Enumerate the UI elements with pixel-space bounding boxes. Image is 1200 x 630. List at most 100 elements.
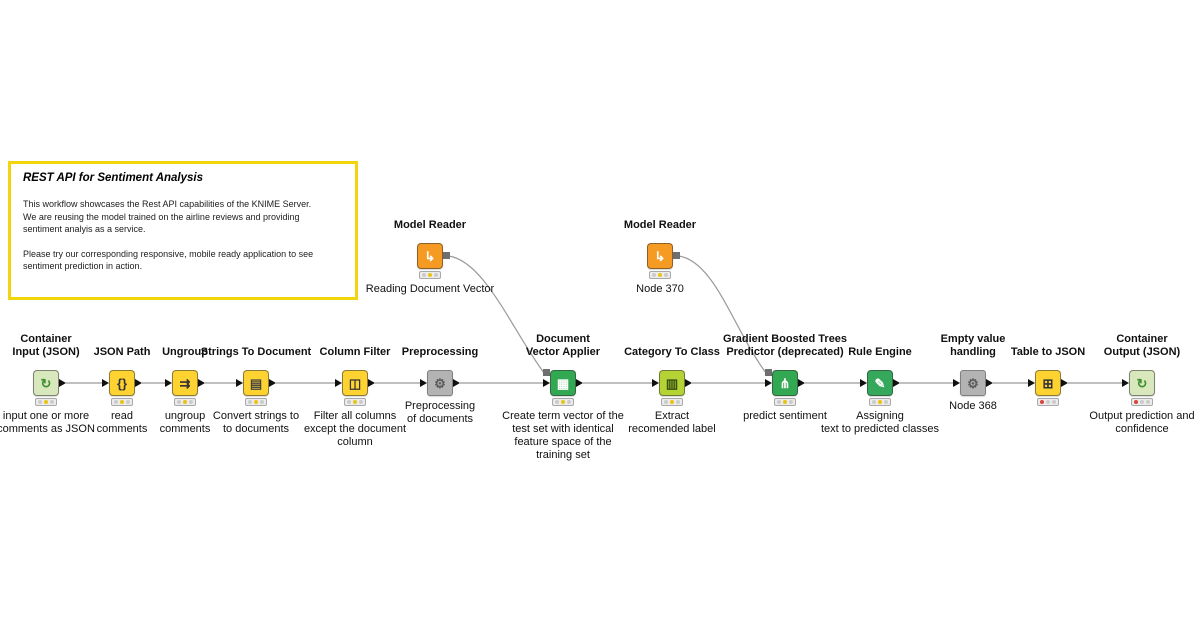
- node-title: Gradient Boosted Trees Predictor (deprec…: [722, 333, 848, 358]
- input-port-icon[interactable]: [543, 379, 550, 387]
- output-port-icon[interactable]: [453, 379, 460, 387]
- model-reader-icon[interactable]: ↳: [417, 243, 443, 269]
- traffic-light-red-dot: [38, 400, 42, 404]
- metanode-gear-icon[interactable]: ⚙: [427, 370, 453, 396]
- model-input-port-icon[interactable]: [765, 369, 772, 376]
- node-description: Convert strings to to documents: [212, 410, 300, 435]
- node-description: read comments: [96, 410, 148, 435]
- workflow-annotation[interactable]: REST API for Sentiment Analysis This wor…: [8, 161, 358, 300]
- metanode-gear-icon-glyph: ⚙: [434, 375, 446, 391]
- traffic-light: [35, 398, 57, 406]
- container-output-icon[interactable]: ↻: [1129, 370, 1155, 396]
- traffic-light-red-dot: [422, 273, 426, 277]
- output-port-icon[interactable]: [269, 379, 276, 387]
- traffic-light-red-dot: [555, 400, 559, 404]
- ungroup-icon[interactable]: ⇉: [172, 370, 198, 396]
- annotation-title: REST API for Sentiment Analysis: [23, 172, 203, 184]
- input-port-icon[interactable]: [236, 379, 243, 387]
- output-port-icon[interactable]: [576, 379, 583, 387]
- gradient-boosted-trees-predictor-icon[interactable]: ⋔: [772, 370, 798, 396]
- annotation-paragraph: Please try our corresponding responsive,…: [23, 248, 314, 272]
- input-port-icon[interactable]: [420, 379, 427, 387]
- model-reader-icon[interactable]: ↳: [647, 243, 673, 269]
- traffic-light-green-dot: [189, 400, 193, 404]
- input-port-icon[interactable]: [765, 379, 772, 387]
- traffic-light-yellow-dot: [44, 400, 48, 404]
- output-port-icon[interactable]: [893, 379, 900, 387]
- ungroup-icon-glyph: ⇉: [179, 375, 191, 391]
- gradient-boosted-trees-predictor-icon-glyph: ⋔: [779, 375, 791, 391]
- strings-to-document-icon[interactable]: ▤: [243, 370, 269, 396]
- node-title: Table to JSON: [1010, 346, 1086, 358]
- model-output-port-icon[interactable]: [673, 252, 680, 259]
- traffic-light-yellow-dot: [254, 400, 258, 404]
- node-description: Preprocessing of documents: [404, 400, 476, 425]
- traffic-light: [245, 398, 267, 406]
- output-port-icon[interactable]: [135, 379, 142, 387]
- traffic-light-yellow-dot: [1140, 400, 1144, 404]
- column-filter-icon-glyph: ◫: [348, 375, 362, 391]
- input-port-icon[interactable]: [335, 379, 342, 387]
- node-description: Create term vector of the test set with …: [502, 410, 624, 461]
- container-input-icon[interactable]: ↻: [33, 370, 59, 396]
- model-reader-icon-glyph: ↳: [424, 248, 436, 264]
- node-description: Filter all columns except the document c…: [303, 410, 407, 448]
- input-port-icon[interactable]: [165, 379, 172, 387]
- model-input-port-icon[interactable]: [543, 369, 550, 376]
- traffic-light-green-dot: [664, 273, 668, 277]
- traffic-light-green-dot: [359, 400, 363, 404]
- node-title: Strings To Document: [200, 346, 312, 358]
- annotation-paragraph: This workflow showcases the Rest API cap…: [23, 199, 312, 234]
- input-port-icon[interactable]: [953, 379, 960, 387]
- container-input-icon-glyph: ↻: [40, 375, 52, 391]
- traffic-light-green-dot: [126, 400, 130, 404]
- traffic-light: [1037, 398, 1059, 406]
- node-description: Output prediction and confidence: [1089, 410, 1195, 435]
- document-vector-applier-icon-glyph: ▦: [556, 375, 570, 391]
- output-port-icon[interactable]: [1061, 379, 1068, 387]
- node-description: predict sentiment: [743, 410, 827, 422]
- json-path-icon[interactable]: {}: [109, 370, 135, 396]
- traffic-light-red-dot: [1134, 400, 1138, 404]
- input-port-icon[interactable]: [652, 379, 659, 387]
- connection-model-reader-2-to-gbt-predictor[interactable]: [678, 255, 767, 374]
- node-title: Container Input (JSON): [12, 333, 80, 358]
- output-port-icon[interactable]: [198, 379, 205, 387]
- node-title: Preprocessing: [401, 346, 479, 358]
- node-description: Node 368: [949, 400, 997, 412]
- traffic-light: [552, 398, 574, 406]
- input-port-icon[interactable]: [1122, 379, 1129, 387]
- node-description: Node 370: [636, 283, 684, 295]
- table-to-json-icon[interactable]: ⊞: [1035, 370, 1061, 396]
- output-port-icon[interactable]: [368, 379, 375, 387]
- metanode-gear-icon-glyph: ⚙: [967, 375, 979, 391]
- traffic-light-green-dot: [260, 400, 264, 404]
- document-vector-applier-icon[interactable]: ▦: [550, 370, 576, 396]
- input-port-icon[interactable]: [102, 379, 109, 387]
- traffic-light-yellow-dot: [428, 273, 432, 277]
- traffic-light: [1131, 398, 1153, 406]
- input-port-icon[interactable]: [1028, 379, 1035, 387]
- column-filter-icon[interactable]: ◫: [342, 370, 368, 396]
- traffic-light: [174, 398, 196, 406]
- model-output-port-icon[interactable]: [443, 252, 450, 259]
- output-port-icon[interactable]: [986, 379, 993, 387]
- metanode-gear-icon[interactable]: ⚙: [960, 370, 986, 396]
- connection-model-reader-1-to-document-vector-applier[interactable]: [448, 255, 545, 374]
- traffic-light-red-dot: [347, 400, 351, 404]
- input-port-icon[interactable]: [860, 379, 867, 387]
- traffic-light-red-dot: [114, 400, 118, 404]
- traffic-light-red-dot: [177, 400, 181, 404]
- node-title: JSON Path: [93, 346, 151, 358]
- output-port-icon[interactable]: [59, 379, 66, 387]
- output-port-icon[interactable]: [685, 379, 692, 387]
- node-title: Model Reader: [623, 219, 697, 231]
- category-to-class-icon-glyph: ▥: [665, 375, 679, 391]
- traffic-light-red-dot: [664, 400, 668, 404]
- node-title: Empty value handling: [940, 333, 1006, 358]
- output-port-icon[interactable]: [798, 379, 805, 387]
- traffic-light-yellow-dot: [561, 400, 565, 404]
- category-to-class-icon[interactable]: ▥: [659, 370, 685, 396]
- traffic-light-yellow-dot: [120, 400, 124, 404]
- rule-engine-icon[interactable]: ✎: [867, 370, 893, 396]
